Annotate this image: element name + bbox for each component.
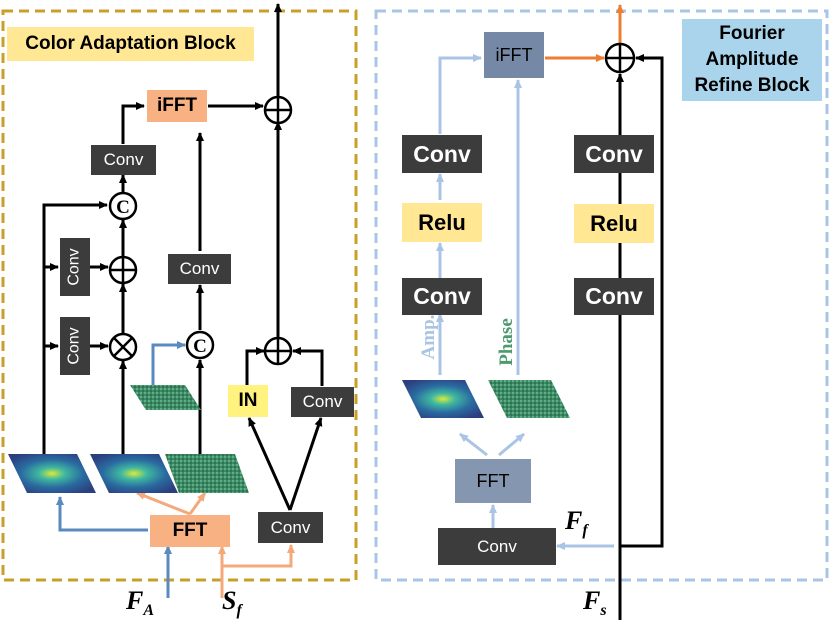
left-conv-top-block: Conv — [91, 145, 156, 175]
left-in-block: IN — [228, 385, 268, 417]
input-sf-label: Sf — [222, 586, 242, 620]
concat-label-mid: C — [193, 336, 207, 357]
amplitude-spectrum-image — [8, 454, 96, 493]
left-spectra — [8, 385, 249, 493]
right-lightblue-connections — [436, 54, 614, 550]
right-relu-a-block: Relu — [402, 203, 482, 242]
left-title-bg — [7, 27, 254, 61]
input-fa-main: F — [126, 586, 144, 615]
amplitude-spectrum-image — [402, 380, 484, 418]
input-ff-sub: f — [582, 522, 588, 540]
phase-spectrum-small-image — [130, 385, 201, 410]
sum-op-mid-icon — [263, 336, 293, 366]
right-ifft-block: iFFT — [484, 32, 544, 78]
input-fs-main: F — [583, 586, 601, 615]
concat-label-top: C — [116, 197, 130, 218]
amp-label: Amp. — [418, 314, 439, 360]
right-panel-border — [374, 9, 829, 582]
left-conv-mul-block: Conv — [60, 317, 90, 375]
right-relu-b-block: Relu — [574, 204, 654, 243]
input-fa-sub: A — [143, 602, 155, 620]
left-fft-block: FFT — [150, 515, 230, 547]
right-panel-title: Fourier Amplitude Refine Block — [694, 23, 810, 96]
right-conv-a2-block: Conv — [402, 278, 482, 315]
input-sf-main: S — [222, 586, 237, 615]
concat-op-top-icon — [108, 191, 138, 221]
right-orange-connections — [545, 4, 624, 62]
input-ff-main: F — [565, 506, 583, 535]
left-conv-mid-block: Conv — [168, 254, 231, 284]
input-fs-label: Fs — [583, 586, 607, 620]
right-conv-b2-block: Conv — [574, 278, 654, 315]
right-spectra — [402, 380, 570, 418]
left-conv-bottom-block: Conv — [258, 512, 323, 543]
sum-op-right-icon — [604, 42, 636, 74]
left-connections — [42, 3, 324, 511]
sum-op-left-icon — [108, 255, 138, 285]
left-orange-connections — [136, 491, 295, 598]
phase-spectrum-image — [488, 380, 570, 418]
left-conv-add-label: Conv — [66, 248, 84, 286]
left-ifft-block: iFFT — [147, 90, 207, 122]
right-fft-block: FFT — [455, 459, 531, 503]
right-conv-b1-block: Conv — [574, 135, 654, 173]
right-title-bg — [682, 19, 822, 101]
multiply-op-icon — [108, 332, 138, 362]
left-operators — [108, 95, 293, 366]
input-fa-label: FA — [126, 586, 154, 620]
right-conv-in-block: Conv — [438, 528, 556, 565]
left-panel-title: Color Adaptation Block — [25, 33, 236, 54]
right-conv-a1-block: Conv — [402, 135, 482, 173]
phase-spectrum-image — [165, 454, 249, 493]
input-sf-sub: f — [236, 602, 242, 620]
left-conv-add-block: Conv — [60, 238, 90, 296]
sum-op-top-icon — [263, 95, 293, 125]
left-conv-right-block: Conv — [291, 387, 354, 417]
input-ff-label: Ff — [565, 506, 588, 540]
left-conv-mul-label: Conv — [66, 327, 84, 365]
phase-label: Phase — [496, 318, 517, 366]
amplitude-spectrum-image — [90, 454, 178, 493]
concat-op-mid-icon — [185, 330, 215, 360]
left-panel-border — [1, 9, 358, 582]
input-fs-sub: s — [600, 602, 607, 620]
